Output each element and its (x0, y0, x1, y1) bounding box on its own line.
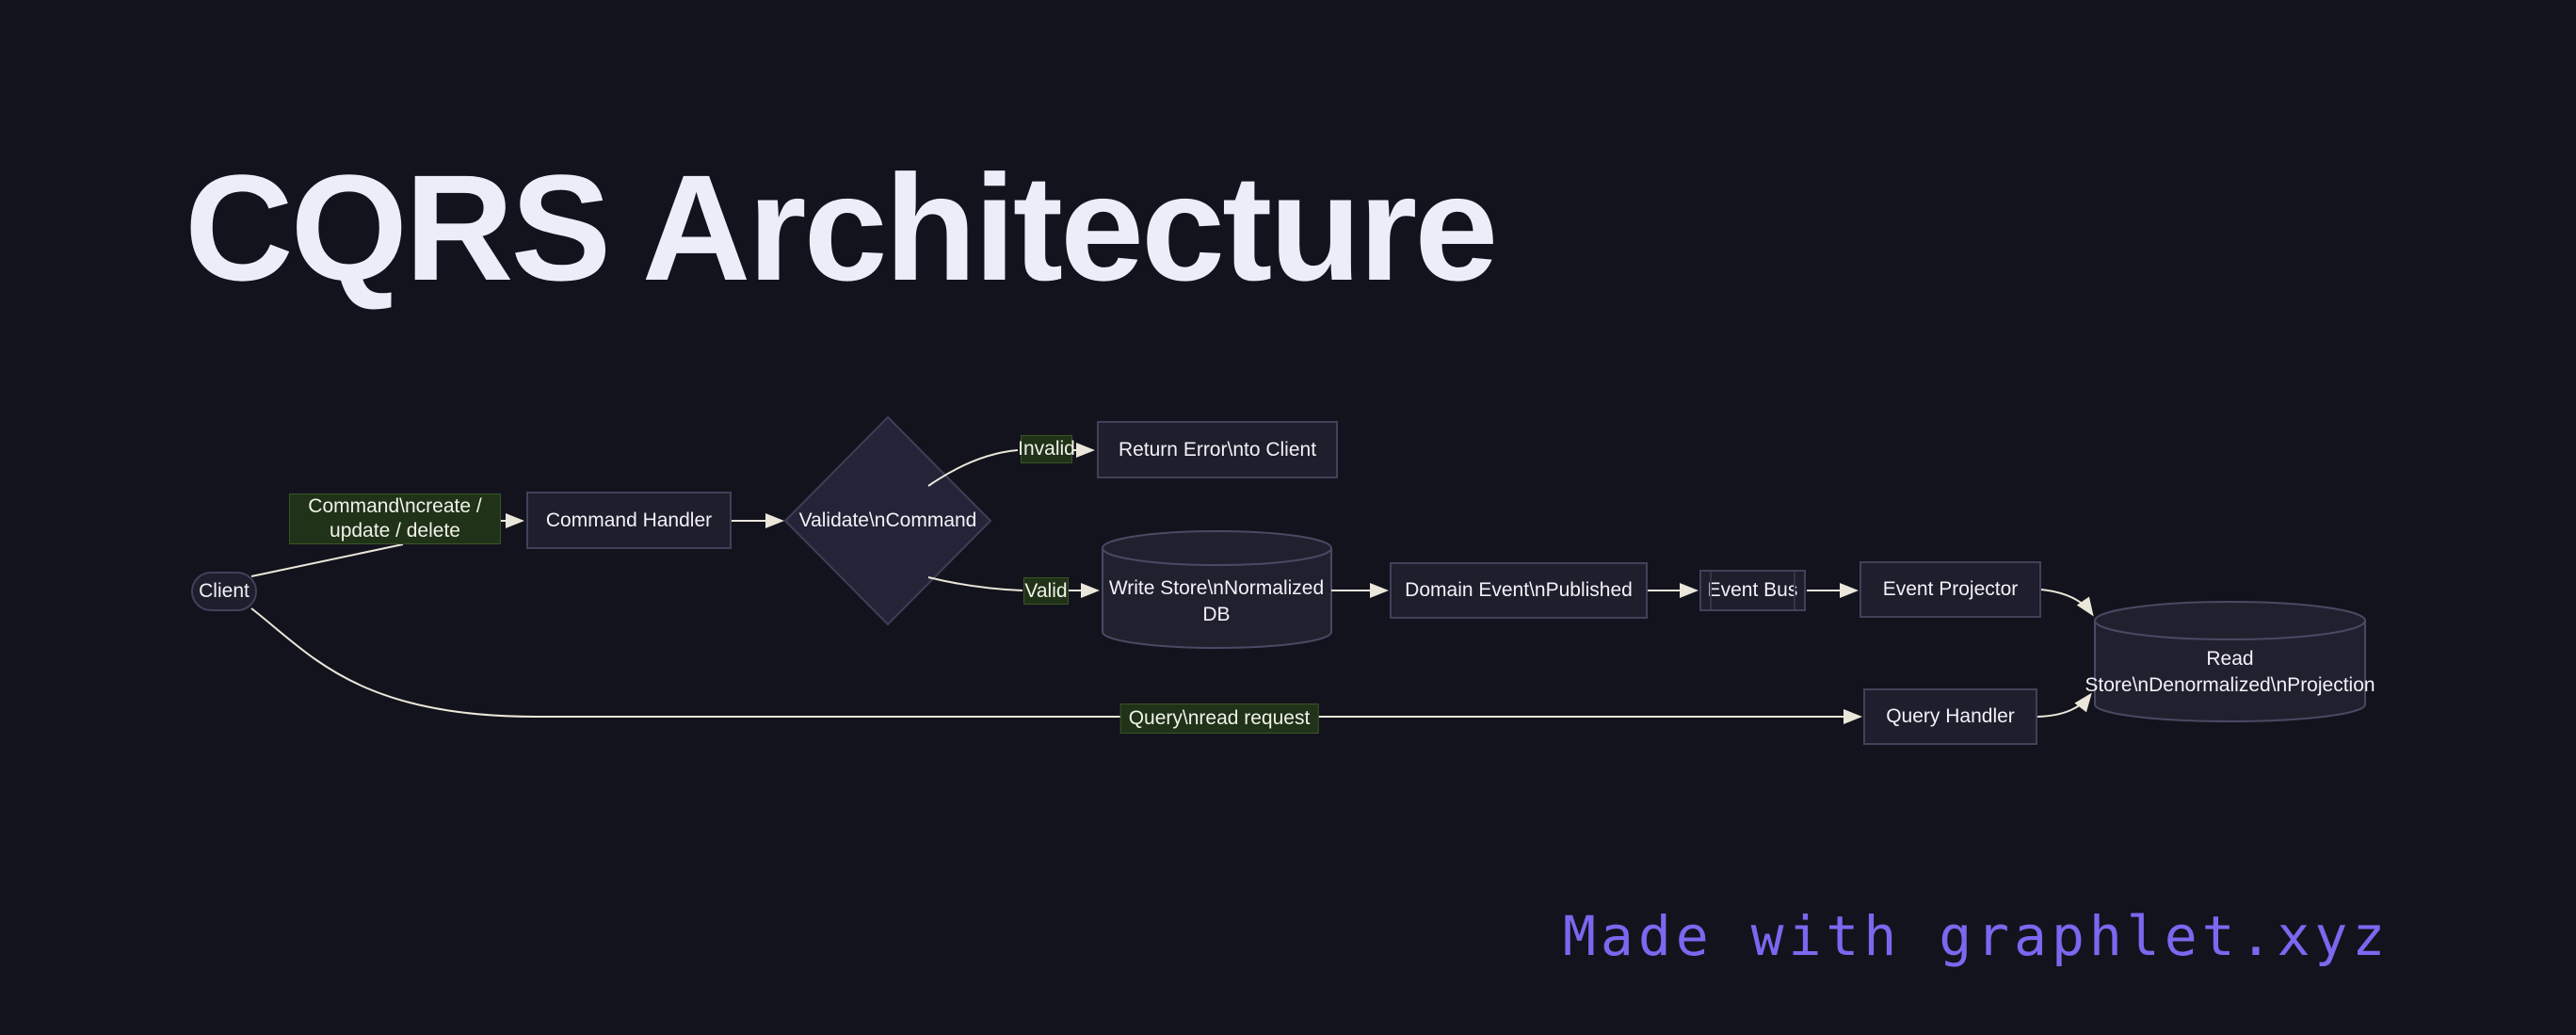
node-command-handler: Command Handler (526, 492, 732, 549)
node-client-label: Client (199, 580, 250, 602)
page-title: CQRS Architecture (185, 143, 1498, 312)
edge-validate-to-invalid-label (927, 449, 1019, 487)
node-event-bus-label: Event Bus (1707, 579, 1798, 601)
node-domain-event-label: Domain Event\nPublished (1405, 579, 1633, 601)
read-store-cylinder-shape (2094, 601, 2366, 722)
edge-client-to-command-label (250, 543, 404, 577)
edge-label-command: Command\ncreate / update / delete (289, 493, 501, 544)
validate-diamond-shape (783, 415, 992, 626)
edge-label-valid: Valid (1023, 577, 1069, 605)
node-write-store-label: Write Store\nNormalized DB (1108, 577, 1325, 625)
node-query-handler-label: Query Handler (1886, 705, 2015, 727)
edge-client-to-query-handler (250, 607, 1862, 724)
node-validate-label: Validate\nCommand (798, 509, 977, 531)
node-domain-event: Domain Event\nPublished (1390, 562, 1648, 619)
node-client: Client (191, 572, 257, 611)
footer-credit: Made with graphlet.xyz (1563, 904, 2391, 968)
write-store-cylinder-shape (1102, 530, 1332, 649)
edge-query-handler-to-read-store (2037, 692, 2092, 718)
node-event-projector: Event Projector (1860, 561, 2041, 618)
edge-label-query: Query\nread request (1119, 703, 1319, 734)
edge-event-projector-to-read-store (2040, 589, 2094, 617)
node-return-error-label: Return Error\nto Client (1118, 438, 1317, 461)
edge-label-invalid: Invalid (1018, 435, 1075, 463)
node-event-bus: Event Bus (1699, 570, 1806, 611)
node-command-handler-label: Command Handler (545, 509, 713, 531)
node-query-handler: Query Handler (1863, 688, 2037, 745)
node-read-store-label: Read Store\nDenormalized\nProjection (2085, 648, 2375, 696)
edge-validate-to-valid-label (927, 576, 1023, 591)
node-event-projector-label: Event Projector (1882, 578, 2019, 600)
node-return-error: Return Error\nto Client (1097, 421, 1338, 478)
